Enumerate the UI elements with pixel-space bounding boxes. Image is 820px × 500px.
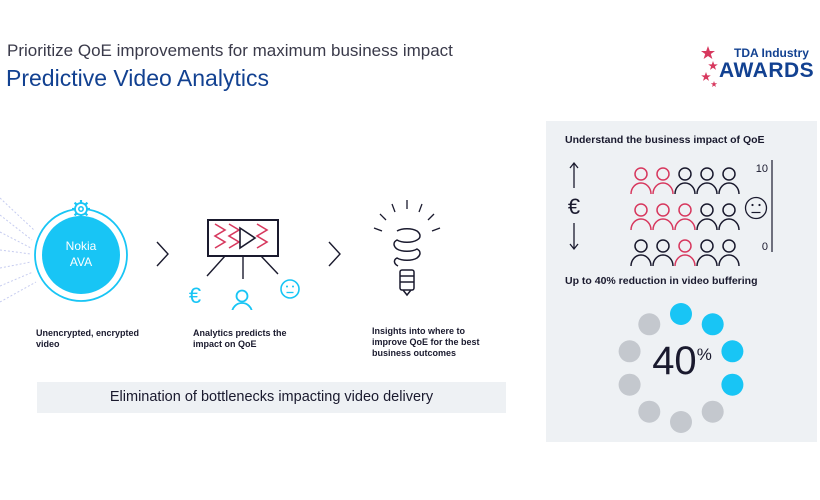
- updown-arrow-icon: [569, 161, 579, 251]
- input-streams: [0, 197, 37, 303]
- loader-dot-active: [721, 373, 744, 396]
- loader-dot-active: [670, 303, 692, 325]
- person-icon: [674, 239, 696, 267]
- person-icon: [674, 167, 696, 195]
- person-icon: [718, 239, 740, 267]
- impact-heading: Understand the business impact of QoE: [565, 134, 765, 146]
- person-icon: [652, 203, 674, 231]
- chevron-right-icon: [328, 241, 341, 267]
- award-logo: [701, 46, 718, 87]
- loader-dot: [701, 400, 724, 423]
- loader-dot-active: [721, 340, 744, 363]
- scale-min-label: 0: [762, 241, 768, 253]
- person-icon: [718, 167, 740, 195]
- award-line2: AWARDS: [719, 59, 815, 82]
- buffering-loader: [618, 303, 744, 433]
- audience-grid: [630, 167, 740, 267]
- neutral-face-icon: [744, 196, 768, 220]
- person-icon: [696, 239, 718, 267]
- ava-label-2: AVA: [70, 255, 92, 269]
- person-icon: [630, 239, 652, 267]
- loader-dot: [618, 373, 641, 396]
- person-icon: [718, 203, 740, 231]
- buffering-heading: Up to 40% reduction in video buffering: [565, 275, 758, 287]
- person-icon: [630, 203, 652, 231]
- play-icon: [239, 226, 257, 250]
- step3-caption: Insights into where to improve QoE for t…: [372, 326, 480, 358]
- video-analytics-icon: [206, 219, 279, 279]
- user-icon: [231, 289, 253, 310]
- loader-dot: [670, 411, 692, 433]
- person-icon: [630, 167, 652, 195]
- step1-caption: Unencrypted, encrypted video: [36, 328, 140, 349]
- loader-dot: [618, 340, 641, 363]
- impact-graphics: € 10 0: [568, 160, 773, 433]
- ava-node: [42, 216, 120, 294]
- loader-dot-active: [701, 313, 724, 336]
- page-title: Predictive Video Analytics: [6, 65, 269, 91]
- step2-caption: Analytics predicts the impact on QoE: [193, 328, 287, 349]
- bottleneck-banner: Elimination of bottlenecks impacting vid…: [37, 382, 506, 413]
- analytics-flow-diagram: Nokia AVA €: [0, 197, 441, 310]
- person-icon: [696, 167, 718, 195]
- neutral-face-icon: [280, 279, 300, 299]
- page-subtitle: Prioritize QoE improvements for maximum …: [7, 41, 453, 60]
- ava-label-1: Nokia: [66, 239, 97, 253]
- person-icon: [674, 203, 696, 231]
- person-icon: [696, 203, 718, 231]
- loader-dot: [638, 313, 661, 336]
- chevron-right-icon: [156, 241, 169, 267]
- currency-symbol: €: [568, 194, 580, 219]
- euro-icon: €: [189, 283, 201, 308]
- person-icon: [652, 167, 674, 195]
- scale-max-label: 10: [756, 163, 768, 175]
- banner-text: Elimination of bottlenecks impacting vid…: [109, 389, 434, 405]
- buffering-percentage: 40%: [642, 339, 722, 384]
- loader-dot: [638, 400, 661, 423]
- buffering-unit: %: [696, 345, 712, 364]
- award-stars-icon: [701, 46, 718, 87]
- lightbulb-icon: [373, 200, 441, 297]
- person-icon: [652, 239, 674, 267]
- award-line1: TDA Industry: [734, 46, 809, 60]
- buffering-value: 40: [652, 339, 697, 383]
- gear-icon: [72, 200, 90, 218]
